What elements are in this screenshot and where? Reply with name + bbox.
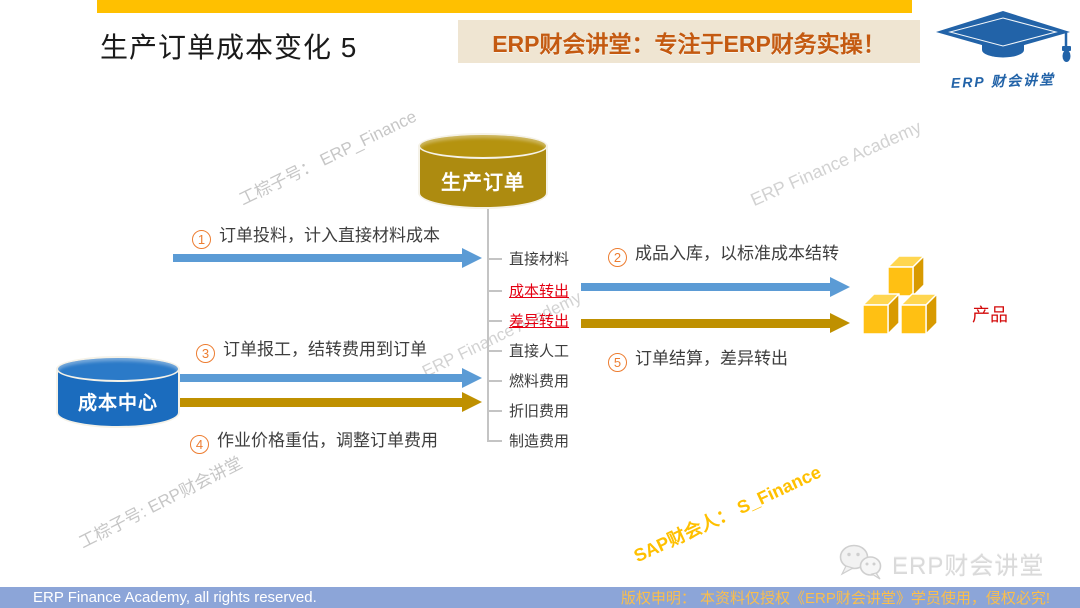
step-4-label: 4 作业价格重估，调整订单费用 bbox=[190, 426, 438, 454]
academy-logo: ERP 财会讲堂 bbox=[928, 6, 1078, 92]
product-cube-icon bbox=[899, 292, 939, 341]
academy-logo-text: ERP 财会讲堂 bbox=[950, 71, 1056, 91]
graduation-cap-icon bbox=[936, 11, 1071, 62]
step-1-text: 订单投料，计入直接材料成本 bbox=[219, 226, 440, 245]
step-3-number: 3 bbox=[196, 344, 215, 363]
tick-line bbox=[487, 319, 502, 322]
footer-notice: 版权申明： 本资料仅授权《ERP财会讲堂》学员使用，侵权必究! bbox=[620, 590, 1050, 607]
watermark-sap-author: SAP财会人： S_Finance bbox=[630, 461, 825, 567]
wechat-icon bbox=[839, 544, 882, 580]
product-cube-icon bbox=[861, 292, 901, 341]
step-5-label: 5 订单结算，差异转出 bbox=[608, 344, 788, 372]
watermark-top-left: 工棕子号： ERP_Finance bbox=[236, 106, 420, 210]
cost-item-row: 直接材料 bbox=[487, 250, 570, 268]
step-5-text: 订单结算，差异转出 bbox=[635, 349, 788, 368]
cylinder-top-ellipse bbox=[418, 133, 548, 159]
wechat-logo-text: ERP财会讲堂 bbox=[892, 552, 1045, 580]
cost-item-row: 差异转出 bbox=[487, 312, 570, 330]
cost-center-label: 成本中心 bbox=[77, 393, 158, 414]
cost-item-label: 制造费用 bbox=[509, 433, 570, 450]
cost-item-label: 差异转出 bbox=[509, 313, 570, 330]
cost-item-row: 燃料费用 bbox=[487, 372, 570, 390]
wechat-logo: ERP财会讲堂 bbox=[838, 543, 1044, 583]
cost-item-row: 直接人工 bbox=[487, 342, 570, 360]
promo-banner: ERP财会讲堂：专注于ERP财务实操！ bbox=[458, 20, 920, 63]
cost-item-label: 直接人工 bbox=[509, 343, 570, 360]
cost-item-label: 直接材料 bbox=[509, 251, 570, 268]
step-2-text: 成品入库，以标准成本结转 bbox=[635, 244, 839, 263]
header-accent-bar bbox=[97, 0, 912, 13]
cost-item-label: 成本转出 bbox=[509, 283, 570, 300]
product-label: 产品 bbox=[972, 305, 1008, 325]
cost-item-row: 成本转出 bbox=[487, 282, 570, 300]
flow-arrow-step-3 bbox=[176, 368, 482, 388]
cost-item-row: 折旧费用 bbox=[487, 402, 570, 420]
tick-line bbox=[487, 289, 502, 292]
tick-line bbox=[487, 349, 502, 352]
cylinder-top-ellipse bbox=[56, 356, 180, 382]
footer-copyright: ERP Finance Academy, all rights reserved… bbox=[33, 589, 317, 606]
step-3-label: 3 订单报工，结转费用到订单 bbox=[196, 335, 427, 363]
cost-item-row: 制造费用 bbox=[487, 432, 570, 450]
tick-line bbox=[487, 439, 502, 442]
slide-title: 生产订单成本变化 5 bbox=[100, 32, 358, 63]
step-3-text: 订单报工，结转费用到订单 bbox=[223, 340, 427, 359]
watermark-bottom-left: 工棕子号: ERP财会讲堂 bbox=[75, 453, 246, 553]
step-1-number: 1 bbox=[192, 230, 211, 249]
production-order-label: 生产订单 bbox=[441, 172, 525, 194]
tick-line bbox=[487, 409, 502, 412]
footer-bar: ERP Finance Academy, all rights reserved… bbox=[0, 585, 1080, 608]
step-4-number: 4 bbox=[190, 435, 209, 454]
step-5-number: 5 bbox=[608, 353, 627, 372]
production-order-cylinder: 生产订单 bbox=[418, 133, 548, 209]
watermark-top-right: ERP Finance Academy bbox=[747, 116, 925, 211]
cost-center-cylinder: 成本中心 bbox=[56, 356, 180, 428]
connector-spine bbox=[487, 205, 489, 442]
tick-line bbox=[487, 257, 502, 260]
flow-arrow-step-5 bbox=[581, 313, 850, 333]
product-cube-icon bbox=[886, 254, 926, 303]
tick-line bbox=[487, 379, 502, 382]
step-1-label: 1 订单投料，计入直接材料成本 bbox=[192, 221, 440, 249]
flow-arrow-step-2 bbox=[581, 277, 850, 297]
cost-item-label: 燃料费用 bbox=[509, 373, 570, 390]
step-2-number: 2 bbox=[608, 248, 627, 267]
step-2-label: 2 成品入库，以标准成本结转 bbox=[608, 239, 839, 267]
flow-arrow-step-1 bbox=[173, 248, 482, 268]
flow-arrow-step-4 bbox=[176, 392, 482, 412]
step-4-text: 作业价格重估，调整订单费用 bbox=[217, 431, 438, 450]
promo-banner-text: ERP财会讲堂：专注于ERP财务实操！ bbox=[492, 30, 886, 57]
cost-item-label: 折旧费用 bbox=[509, 403, 570, 420]
